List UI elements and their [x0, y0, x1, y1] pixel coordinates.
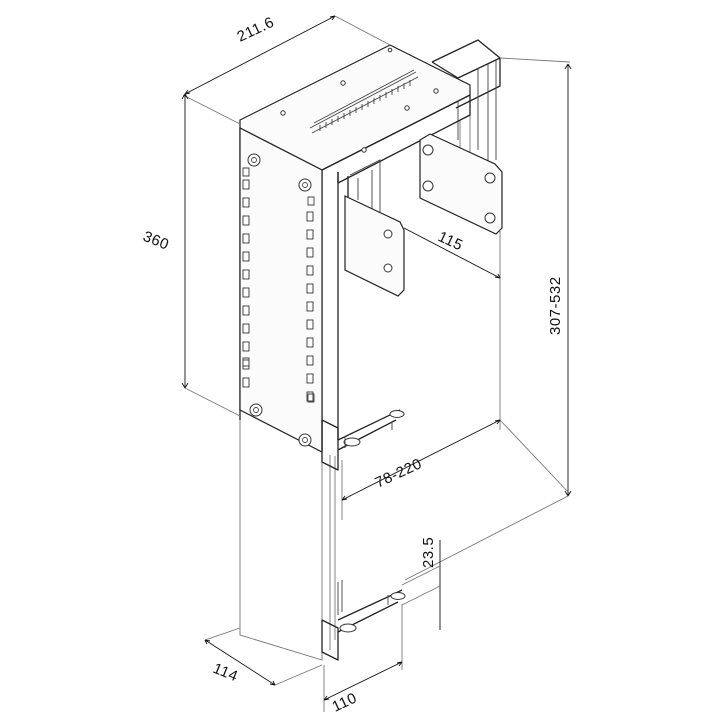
dim-range-total: 307-532: [547, 276, 564, 335]
dim-height: 360: [141, 228, 172, 254]
front-mount-plate: [344, 195, 405, 297]
rear-mount-plate: [419, 133, 503, 235]
dim-clamp-offset: 23.5: [420, 537, 437, 568]
front-screw-bottom-right: [298, 433, 312, 447]
middle-clamp: [321, 409, 405, 471]
left-slot-column: [242, 179, 250, 388]
top-screw-3: [404, 105, 410, 111]
rear-plate-hole-4: [484, 212, 496, 224]
top-screw-6: [387, 47, 393, 53]
dim-clamp-width: 78-220: [373, 455, 425, 491]
dim-bottom-width: 110: [330, 689, 360, 715]
top-screw-5: [433, 88, 439, 94]
front-panel: [239, 127, 323, 453]
plate-hole-2: [383, 263, 393, 273]
top-screw-2: [340, 80, 346, 86]
rear-plate-hole-2: [484, 172, 496, 184]
top-screw-1: [280, 110, 286, 116]
dim-top-width: 211.6: [235, 14, 277, 46]
front-screw-top-right: [298, 178, 312, 192]
dim-mount-span: 115: [435, 228, 465, 254]
bottom-clamp: [321, 580, 406, 661]
dimension-lines: [181, 15, 572, 712]
rear-plate-hole-3: [422, 180, 434, 192]
front-screw-top-left: [247, 153, 261, 167]
lower-sleeve: [239, 420, 336, 661]
top-screw-4: [361, 147, 367, 153]
rear-plate-hole-1: [422, 144, 434, 156]
front-screw-bottom-left: [249, 403, 263, 417]
plate-hole-1: [383, 229, 393, 239]
vent-slots: [309, 69, 419, 134]
dim-depth: 114: [211, 660, 241, 685]
right-slot-column: [306, 211, 314, 402]
